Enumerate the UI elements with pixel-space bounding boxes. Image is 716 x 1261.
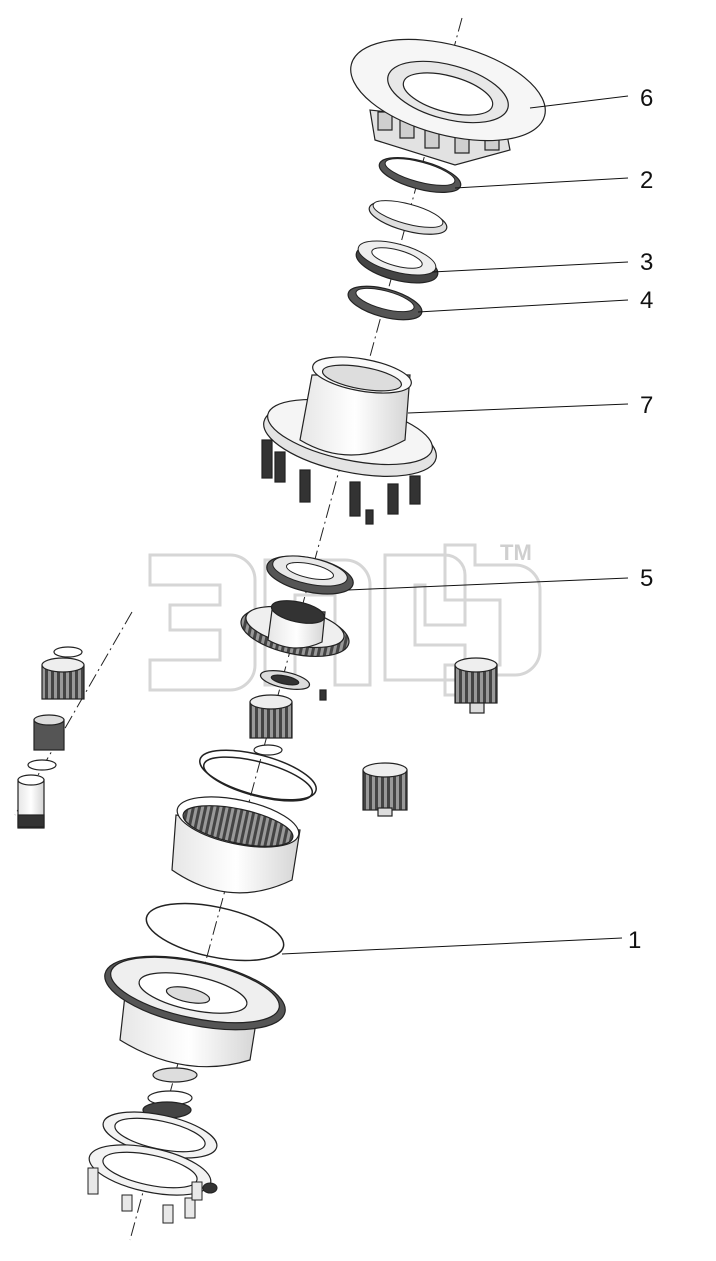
watermark-tm: TM <box>500 540 532 565</box>
planet-gear-right-upper <box>454 657 498 714</box>
callout-1: 1 <box>628 927 641 954</box>
callout-7: 7 <box>640 392 653 419</box>
callout-2: 2 <box>640 167 653 194</box>
callout-2-line <box>454 177 629 189</box>
ring-gear <box>171 796 301 894</box>
seal-ring-2 <box>378 157 462 193</box>
callout-4-line <box>417 299 629 313</box>
planet-gear-right-lower <box>362 762 408 817</box>
callout-5-line <box>347 577 629 591</box>
spacer-ring <box>368 200 448 235</box>
callout-3-line <box>431 261 629 273</box>
callout-7-line <box>407 403 629 414</box>
bolts <box>87 1167 218 1224</box>
sun-gear <box>249 694 293 756</box>
o-ring-1 <box>145 902 285 962</box>
planet-housing <box>104 955 286 1068</box>
thrust-washers <box>142 1067 198 1119</box>
snap-ring <box>199 749 317 802</box>
cover-plate <box>88 1111 218 1196</box>
callouts <box>281 95 629 955</box>
wheel-hub <box>261 356 437 525</box>
gear-carrier <box>240 600 350 701</box>
seal-4 <box>347 285 423 321</box>
planet-gear-set <box>17 646 85 829</box>
callout-5: 5 <box>640 565 653 592</box>
bearing-3 <box>355 240 439 284</box>
callout-1-line <box>281 937 623 955</box>
callout-4: 4 <box>640 287 653 314</box>
callout-6: 6 <box>640 85 653 112</box>
bearing-5 <box>266 555 354 595</box>
callout-6-line <box>529 95 629 109</box>
callout-3: 3 <box>640 249 653 276</box>
brake-disc <box>350 38 546 166</box>
